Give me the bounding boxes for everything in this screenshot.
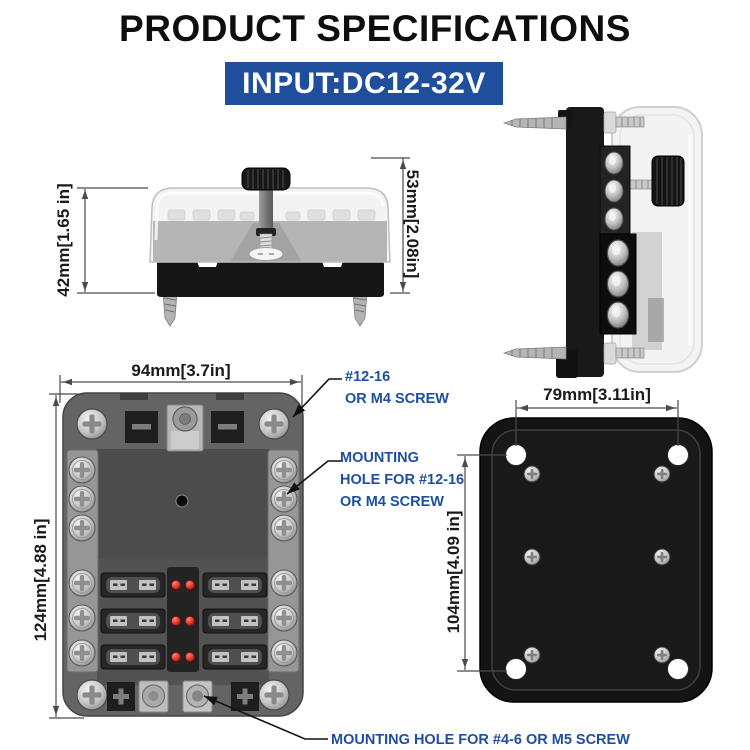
dim-top-length-label: 124mm[4.88 in] [31, 518, 50, 642]
front-tapping-screws [162, 291, 368, 327]
side-knob [651, 155, 685, 207]
input-voltage-label: INPUT:DC12-32V [242, 66, 486, 100]
top-center-stud [166, 404, 204, 452]
led-column [167, 567, 199, 672]
top-center-hole [175, 494, 189, 508]
dim-front-height-label: 42mm[1.65 in] [54, 183, 73, 297]
dim-back-height-lines [457, 454, 507, 672]
corner-screw [258, 408, 290, 440]
dim-front-height-lines [77, 187, 155, 294]
dim-top-width-label: 94mm[3.7in] [131, 361, 231, 380]
annotation-bottom-mounting-hole: MOUNTING HOLE FOR #4-6 OR M5 SCREW [331, 732, 630, 748]
annotation-leaders [203, 378, 343, 740]
dim-back-width-lines [515, 400, 679, 446]
dim-back-hole-height-label: 104mm[4.09 in] [444, 510, 463, 634]
front-view [77, 157, 410, 327]
corner-screw [76, 679, 108, 711]
dim-back-hole-width-label: 79mm[3.11in] [543, 385, 651, 404]
front-base [157, 258, 384, 297]
dim-top-width-lines [59, 375, 303, 410]
positive-terminal-pads [107, 682, 259, 711]
corner-screw [258, 679, 290, 711]
front-knob-stem [259, 186, 273, 234]
top-view [49, 375, 343, 740]
back-view [457, 400, 713, 703]
side-tapping-screws [502, 116, 567, 360]
annotation-side-mounting-hole: MOUNTING HOLE FOR #12-16 OR M4 SCREW [340, 450, 465, 510]
led-indicators [170, 580, 195, 663]
front-knob [241, 167, 291, 191]
side-plate [566, 107, 604, 377]
corner-screw [76, 408, 108, 440]
side-bolts [603, 111, 645, 365]
negative-terminal-pads [125, 411, 244, 443]
page-title: PRODUCT SPECIFICATIONS [119, 8, 631, 49]
dim-top-length-lines [49, 393, 84, 719]
annotation-terminal-screw: #12-16 OR M4 SCREW [345, 369, 449, 407]
front-wing-nut [248, 247, 284, 261]
input-voltage-banner: INPUT:DC12-32V [225, 62, 503, 105]
dim-front-total-height-lines [371, 157, 410, 294]
side-view [502, 106, 703, 378]
bottom-stud-blocks [138, 680, 213, 713]
back-mounting-holes [505, 444, 689, 680]
dim-front-total-height-label: 53mm[2.08in] [403, 169, 422, 279]
